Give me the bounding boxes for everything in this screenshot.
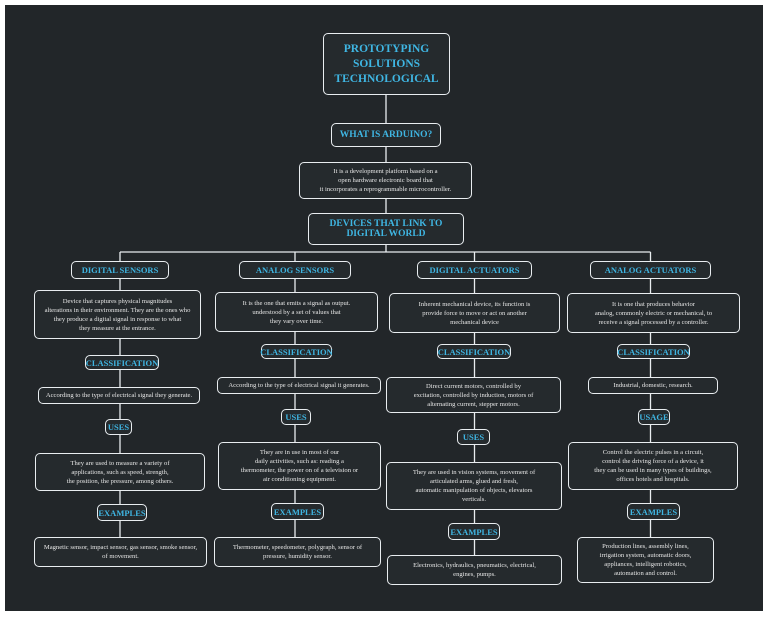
description-node-1[interactable]: Device that captures physical magnitudes… [34, 290, 201, 339]
classification-label-2[interactable]: CLASSIFICATION [260, 344, 333, 359]
classification-label-3[interactable]: CLASSIFICATION [437, 344, 511, 359]
description-node-2[interactable]: It is the one that emits a signal as out… [215, 292, 378, 332]
examples-label-4[interactable]: EXAMPLES [627, 503, 680, 520]
examples-text-3[interactable]: Electronics, hydraulics, pneumatics, ele… [387, 555, 562, 585]
uses-label-2[interactable]: USES [281, 409, 311, 425]
examples-text-4[interactable]: Production lines, assembly lines, irriga… [577, 537, 714, 583]
uses-text-1[interactable]: They are used to measure a variety of ap… [35, 453, 205, 491]
connector-lines [119, 95, 652, 555]
uses-text-2[interactable]: They are in use in most of our daily act… [218, 442, 381, 490]
examples-text-1[interactable]: Magnetic sensor, impact sensor, gas sens… [34, 537, 207, 567]
description-node-4[interactable]: It is one that produces behavior analog,… [567, 293, 740, 333]
column-title-4[interactable]: ANALOG ACTUATORS [590, 261, 711, 279]
arduino-question-node[interactable]: WHAT IS ARDUINO? [331, 123, 441, 147]
examples-label-2[interactable]: EXAMPLES [271, 503, 324, 520]
examples-label-3[interactable]: EXAMPLES [448, 523, 500, 540]
column-title-2[interactable]: ANALOG SENSORS [239, 261, 351, 279]
uses-text-3[interactable]: They are used in vision systems, movemen… [386, 462, 562, 510]
mind-map-canvas: PROTOTYPING SOLUTIONS TECHNOLOGICAL WHAT… [5, 5, 763, 611]
devices-node[interactable]: DEVICES THAT LINK TO DIGITAL WORLD [308, 213, 464, 245]
uses-label-3[interactable]: USES [457, 429, 490, 445]
column-title-3[interactable]: DIGITAL ACTUATORS [417, 261, 532, 279]
column-title-1[interactable]: DIGITAL SENSORS [71, 261, 169, 279]
classification-label-1[interactable]: CLASSIFICATION [85, 355, 159, 370]
uses-label-1[interactable]: USES [105, 419, 132, 435]
arduino-definition-node[interactable]: It is a development platform based on a … [299, 162, 472, 199]
uses-text-4[interactable]: Control the electric pulses in a circuit… [568, 442, 738, 490]
classification-text-2[interactable]: According to the type of electrical sign… [217, 377, 381, 394]
classification-label-4[interactable]: CLASSIFICATION [617, 344, 690, 359]
examples-text-2[interactable]: Thermometer, speedometer, polygraph, sen… [214, 537, 381, 567]
classification-text-3[interactable]: Direct current motors, controlled by exc… [386, 377, 561, 413]
examples-label-1[interactable]: EXAMPLES [97, 504, 147, 521]
classification-text-1[interactable]: According to the type of electrical sign… [38, 387, 200, 404]
classification-text-4[interactable]: Industrial, domestic, research. [588, 377, 718, 394]
uses-label-4[interactable]: USAGE [638, 409, 670, 425]
description-node-3[interactable]: Inherent mechanical device, its function… [389, 293, 560, 333]
root-node[interactable]: PROTOTYPING SOLUTIONS TECHNOLOGICAL [323, 33, 450, 95]
